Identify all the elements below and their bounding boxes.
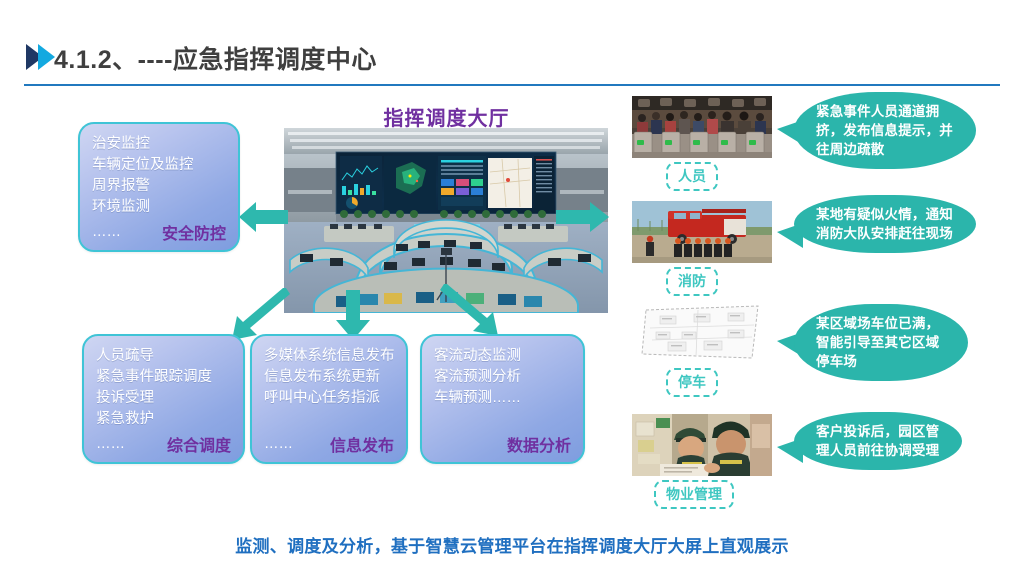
feature-tag: 安全防控 (161, 226, 226, 243)
feature-line: 多媒体系统信息发布 (264, 348, 395, 364)
scenario-label-parking: 停车 (666, 368, 718, 397)
scenario-label-fire: 消防 (666, 267, 718, 296)
feature-ellipsis: …… (264, 436, 293, 452)
feature-line: 紧急救护 (96, 411, 154, 427)
arrow-down-to-release (334, 290, 374, 347)
footer-caption: 监测、调度及分析，基于智慧云管理平台在指挥调度大厅大屏上直观展示 (235, 537, 789, 556)
feature-tag: 信息发布 (329, 438, 394, 455)
feature-box-dispatch[interactable]: 人员疏导 紧急事件跟踪调度 投诉受理 紧急救护 …… 综合调度 (82, 334, 245, 464)
feature-line: 车辆定位及监控 (92, 157, 194, 173)
feature-box-safety[interactable]: 治安监控 车辆定位及监控 周界报警 环境监测 …… 安全防控 (78, 122, 240, 252)
arrow-right-to-scenarios (556, 200, 610, 239)
feature-line: 周界报警 (92, 178, 150, 194)
feature-line: 环境监测 (92, 199, 150, 215)
arrow-down-right-to-data (438, 284, 508, 347)
feature-tag: 综合调度 (166, 438, 231, 455)
feature-line: 呼叫中心任务指派 (264, 390, 380, 406)
scenario-label-people: 人员 (666, 162, 718, 191)
feature-ellipsis: …… (96, 436, 125, 452)
page-title: 4.1.2、----应急指挥调度中心 (54, 46, 377, 74)
feature-line: 投诉受理 (96, 390, 154, 406)
arrow-down-left-to-dispatch (222, 288, 290, 351)
command-center-photo (284, 128, 608, 313)
feature-line: 客流预测分析 (434, 369, 521, 385)
feature-tag: 数据分析 (506, 438, 571, 455)
fire-truck-photo (632, 201, 772, 263)
double-triangle-icon (26, 44, 56, 70)
scenario-bubble-people: 紧急事件人员通道拥挤，发布信息提示，并往周边疏散 (794, 92, 976, 169)
feature-line: 治安监控 (92, 136, 150, 152)
feature-line: 信息发布系统更新 (264, 369, 380, 385)
parking-map-photo (632, 302, 772, 364)
feature-box-release[interactable]: 多媒体系统信息发布 信息发布系统更新 呼叫中心任务指派 …… 信息发布 (250, 334, 408, 464)
feature-line: 紧急事件跟踪调度 (96, 369, 212, 385)
feature-line: 人员疏导 (96, 348, 154, 364)
scenario-label-property: 物业管理 (654, 480, 734, 509)
scenario-bubble-parking: 某区域场车位已满，智能引导至其它区域停车场 (794, 304, 968, 381)
feature-ellipsis: …… (92, 224, 121, 240)
hall-title: 指挥调度大厅 (383, 108, 510, 130)
header-divider (24, 84, 1000, 86)
slide-header: 4.1.2、----应急指挥调度中心 (0, 18, 1024, 86)
arrow-left-to-safety (238, 200, 288, 239)
security-guard-photo (632, 414, 772, 476)
scenario-bubble-property: 客户投诉后，园区管理人员前往协调受理 (794, 412, 962, 470)
feature-line: 车辆预测…… (434, 390, 521, 406)
crowd-turnstile-photo (632, 96, 772, 158)
feature-box-data[interactable]: 客流动态监测 客流预测分析 车辆预测…… 数据分析 (420, 334, 585, 464)
scenario-bubble-fire: 某地有疑似火情，通知消防大队安排赶往现场 (794, 195, 976, 253)
feature-line: 客流动态监测 (434, 348, 521, 364)
